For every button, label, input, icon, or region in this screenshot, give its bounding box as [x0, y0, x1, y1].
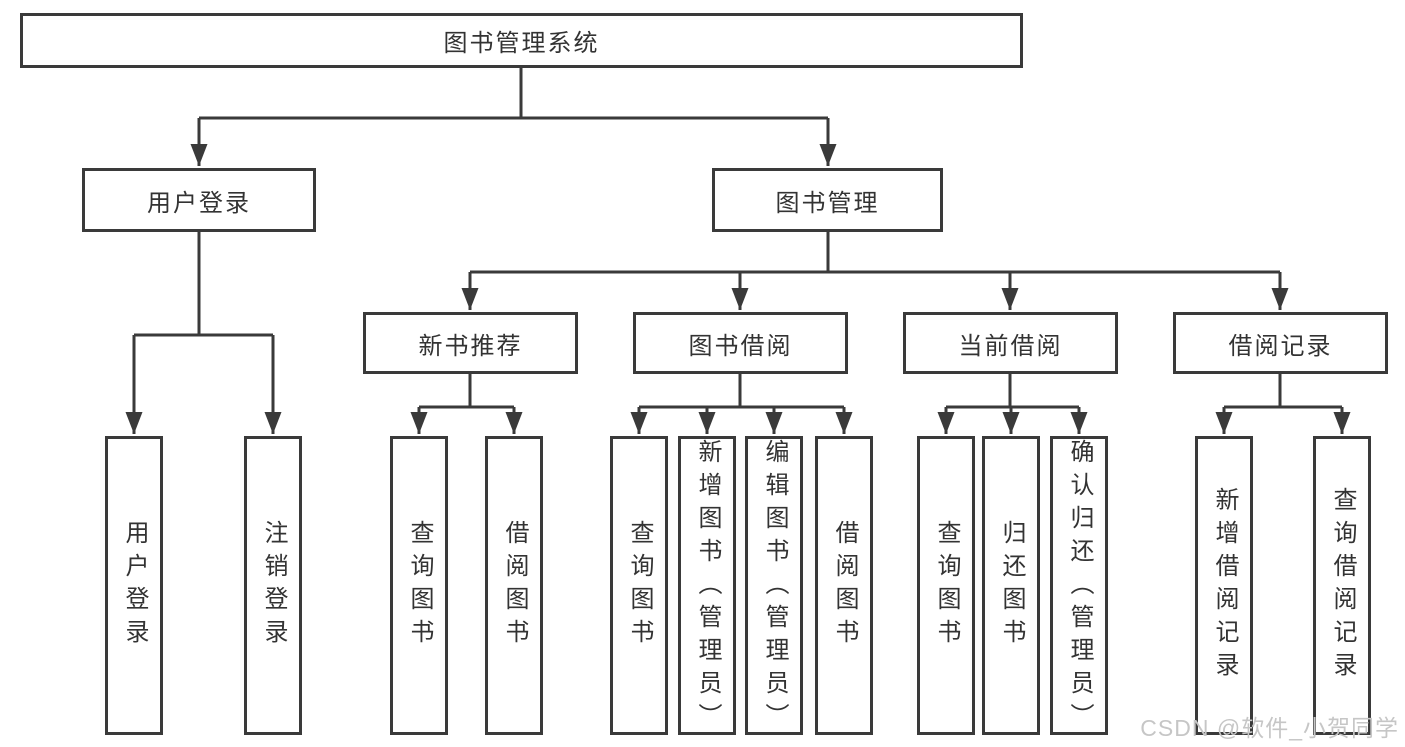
- node-new-book-recommend: 新书推荐: [363, 312, 578, 374]
- leaf-confirm-return-admin: 确认归还（管理员）: [1050, 436, 1108, 735]
- leaf-return-book: 归还图书: [982, 436, 1040, 735]
- leaf-add-book-admin: 新增图书（管理员）: [678, 436, 736, 735]
- leaf-borrow-books-recommend: 借阅图书: [485, 436, 543, 735]
- connector-borrow-records: [1224, 374, 1342, 409]
- node-current-borrow: 当前借阅: [903, 312, 1118, 374]
- leaf-borrow-books: 借阅图书: [815, 436, 873, 735]
- connector-new-book: [419, 374, 514, 409]
- connector-book-borrow: [639, 374, 844, 409]
- node-book-borrow: 图书借阅: [633, 312, 848, 374]
- leaf-query-books-borrow: 查询图书: [610, 436, 668, 735]
- leaf-query-books-recommend: 查询图书: [390, 436, 448, 735]
- leaf-query-books-current: 查询图书: [917, 436, 975, 735]
- connector-book-management: [470, 232, 1280, 274]
- leaf-add-borrow-record: 新增借阅记录: [1195, 436, 1253, 735]
- node-borrow-records: 借阅记录: [1173, 312, 1388, 374]
- connector-root: [199, 68, 828, 120]
- csdn-watermark: CSDN @软件_小贺同学: [1140, 715, 1399, 741]
- leaf-user-login: 用户登录: [105, 436, 163, 735]
- leaf-edit-book-admin: 编辑图书（管理员）: [745, 436, 803, 735]
- leaf-logout: 注销登录: [244, 436, 302, 735]
- node-user-login: 用户登录: [82, 168, 316, 232]
- node-book-management: 图书管理: [712, 168, 943, 232]
- connector-current-borrow: [946, 374, 1079, 409]
- node-library-management-system: 图书管理系统: [20, 13, 1023, 68]
- leaf-query-borrow-record: 查询借阅记录: [1313, 436, 1371, 735]
- connector-user-login: [134, 232, 273, 337]
